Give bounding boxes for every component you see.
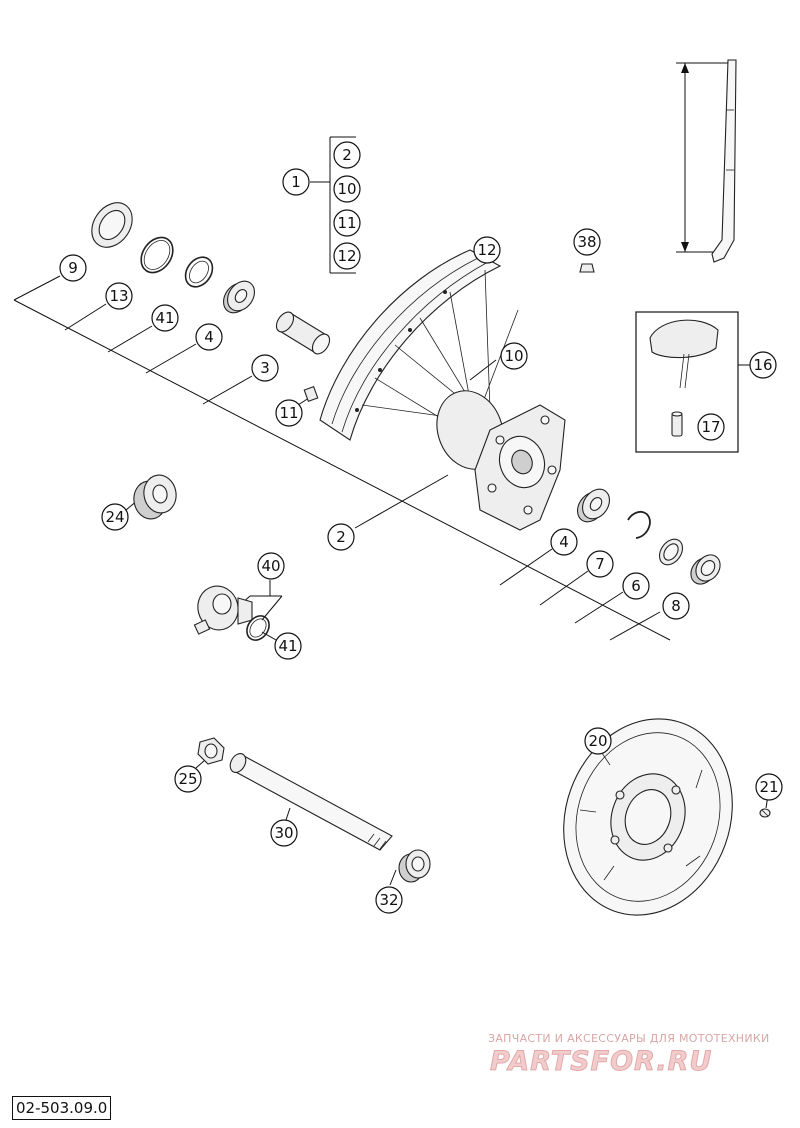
- callout-32-label: 32: [379, 891, 398, 909]
- part-screw-21: [759, 808, 771, 818]
- callout-41-lower-label: 41: [278, 637, 297, 655]
- callout-24-label: 24: [105, 508, 124, 526]
- part-spoke-dimension: [711, 59, 737, 263]
- part-ring-6: [658, 538, 684, 566]
- callout-13: 13: [105, 282, 133, 310]
- callout-11-list-label: 11: [337, 214, 356, 232]
- callout-32: 32: [375, 886, 403, 914]
- part-bearing-4: [223, 280, 255, 314]
- part-spacer-24: [133, 474, 177, 520]
- callout-11-list: 11: [333, 209, 361, 237]
- part-brake-disc-20: [563, 718, 733, 916]
- part-spacer-8: [690, 554, 721, 585]
- part-rim-12: [319, 249, 502, 441]
- callout-17-label: 17: [701, 418, 720, 436]
- part-circlip-7: [627, 511, 651, 539]
- watermark-brand: PARTSFOR.RU: [490, 1046, 713, 1078]
- callout-30: 30: [270, 819, 298, 847]
- callout-9-label: 9: [68, 259, 78, 277]
- callout-2-list: 2: [333, 141, 361, 169]
- callout-16: 16: [749, 351, 777, 379]
- callout-3: 3: [251, 354, 279, 382]
- callout-4-lower: 4: [550, 528, 578, 556]
- callout-3-label: 3: [260, 359, 270, 377]
- callout-10: 10: [500, 342, 528, 370]
- part-ring-13: [140, 236, 174, 274]
- callout-17: 17: [697, 413, 725, 441]
- part-spoke-nipple-11: [303, 385, 319, 403]
- callout-41-upper: 41: [151, 304, 179, 332]
- callout-6-label: 6: [631, 577, 641, 595]
- callout-30-label: 30: [274, 824, 293, 842]
- callout-1: 1: [282, 168, 310, 196]
- callout-12-list-label: 12: [337, 247, 356, 265]
- callout-38: 38: [573, 228, 601, 256]
- callout-41-upper-label: 41: [155, 309, 174, 327]
- part-speedo-drive-40: [193, 585, 253, 635]
- callout-24: 24: [101, 503, 129, 531]
- callout-12-label: 12: [477, 241, 496, 259]
- callout-25-label: 25: [178, 770, 197, 788]
- callout-8: 8: [662, 592, 690, 620]
- part-bearing-4-right: [577, 488, 610, 523]
- callout-7-label: 7: [595, 555, 605, 573]
- callout-2-list-label: 2: [342, 146, 352, 164]
- callout-20: 20: [584, 727, 612, 755]
- callout-21-label: 21: [759, 778, 778, 796]
- part-valve-38: [579, 263, 595, 273]
- callout-25: 25: [174, 765, 202, 793]
- part-valve-insert-17: [671, 411, 683, 437]
- part-axle-30: [229, 753, 393, 851]
- callout-6: 6: [622, 572, 650, 600]
- callout-38-label: 38: [577, 233, 596, 251]
- part-circlip-41: [184, 256, 214, 288]
- callout-7: 7: [586, 550, 614, 578]
- callout-40: 40: [257, 552, 285, 580]
- callout-2: 2: [327, 523, 355, 551]
- callout-12-list: 12: [333, 242, 361, 270]
- watermark-tagline: ЗАПЧАСТИ И АКСЕССУАРЫ ДЛЯ МОТОТЕХНИКИ: [488, 1032, 770, 1045]
- callout-1-label: 1: [291, 173, 301, 191]
- callout-4-lower-label: 4: [559, 533, 569, 551]
- callout-4-upper: 4: [195, 323, 223, 351]
- part-axle-nut-32: [398, 849, 431, 883]
- callout-12: 12: [473, 236, 501, 264]
- part-nut-25: [197, 737, 225, 765]
- callout-10-list-label: 10: [337, 180, 356, 198]
- callout-8-label: 8: [671, 597, 681, 615]
- callout-9: 9: [59, 254, 87, 282]
- callout-40-label: 40: [261, 557, 280, 575]
- callout-21: 21: [755, 773, 783, 801]
- part-circlip-41-lower: [246, 615, 270, 641]
- callout-41-lower: 41: [274, 632, 302, 660]
- callout-10-list: 10: [333, 175, 361, 203]
- part-seal-ring-9: [91, 202, 133, 248]
- part-wheel-hub-2: [436, 390, 566, 531]
- callout-10-label: 10: [504, 347, 523, 365]
- callout-13-label: 13: [109, 287, 128, 305]
- callout-16-label: 16: [753, 356, 772, 374]
- diagram-code: 02-503.09.0: [12, 1096, 112, 1120]
- part-spacer-sleeve-3: [275, 311, 331, 355]
- callout-2-label: 2: [336, 528, 346, 546]
- callout-11-label: 11: [279, 404, 298, 422]
- callout-4-upper-label: 4: [204, 328, 214, 346]
- callout-11: 11: [275, 399, 303, 427]
- callout-20-label: 20: [588, 732, 607, 750]
